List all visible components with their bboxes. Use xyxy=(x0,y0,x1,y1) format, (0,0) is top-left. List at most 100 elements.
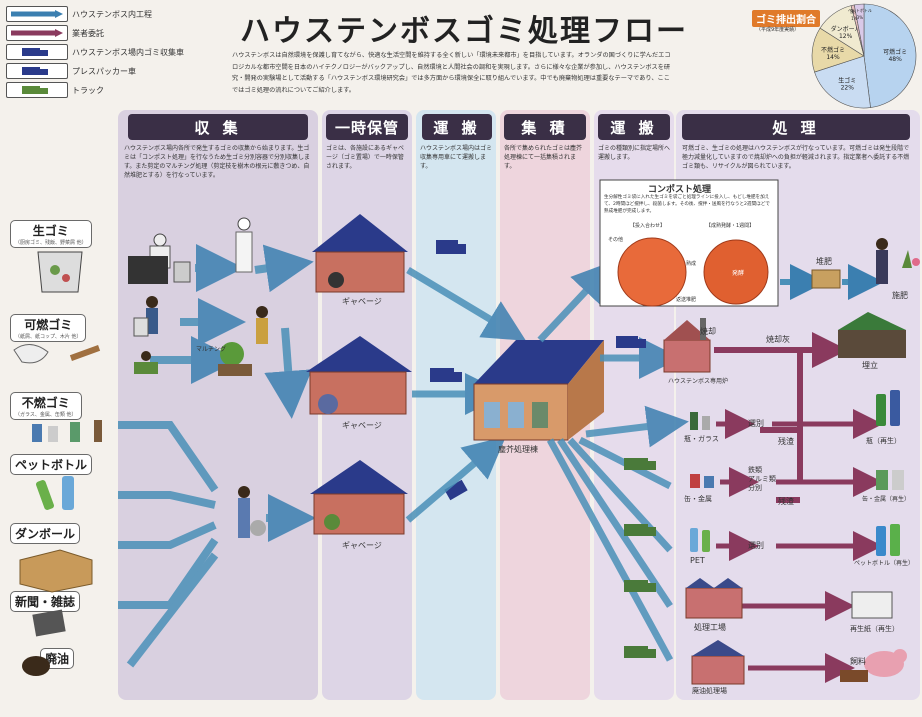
worker-figure xyxy=(128,217,268,538)
pie-title: ゴミ排出割合 xyxy=(752,10,820,27)
label-pet: PET xyxy=(690,556,705,565)
recycled-bottles-icon xyxy=(876,390,900,426)
category-kitchen-waste: 生ゴミ（厨房ゴミ、残飯、野菜屑 他） xyxy=(10,220,92,248)
desc-transport1: ハウステンボス場内はゴミ収集専用車にて運搬します。 xyxy=(420,145,493,170)
label-apply: 施肥 xyxy=(892,291,908,300)
label-fertilizer: 堆肥 xyxy=(816,257,832,266)
compost-desc: 生分解性ゴミ袋に入れた生ゴミを袋ごと処理ラインに投入し、もどし堆肥を加えて、2時… xyxy=(604,195,770,214)
compost-mature: 熟成 xyxy=(686,261,697,267)
farmer-figure xyxy=(876,238,888,284)
incinerator-building xyxy=(663,318,711,373)
label-feed: 飼料 xyxy=(850,657,866,666)
desc-transport2: ゴミの種類別に指定場所へ運搬します。 xyxy=(598,145,671,161)
label-residue-1: 残渣 xyxy=(778,437,794,446)
pie-label: ペットボトル xyxy=(848,7,872,13)
pet-bottle-icon xyxy=(36,476,74,510)
label-oil-plant: 廃油処理場 xyxy=(692,687,727,695)
cans-icon xyxy=(690,474,714,488)
cans-icon xyxy=(32,420,102,442)
label-bottle-glass: 瓶・ガラス xyxy=(684,435,719,443)
recycled-cans-icon xyxy=(876,470,904,490)
desc-collect: ハウステンボス場内各所で発生するゴミの収集から始まります。生ゴミは「コンポスト処… xyxy=(124,145,311,179)
category-combustible: 可燃ゴミ（紙屑、紙コップ、木片 他） xyxy=(10,314,87,342)
garbage-building-1 xyxy=(312,214,408,293)
bottles-icon xyxy=(690,412,710,430)
label-incinerate: 焼却 xyxy=(700,327,716,336)
truck-icon xyxy=(22,48,48,56)
header-transport1: 運 搬 xyxy=(422,114,492,140)
label-incinerator: ハウステンボス専用炉 xyxy=(668,378,729,385)
compost-step-1: 【投入合わせ】 xyxy=(630,223,666,229)
intro-text: ハウステンボスは自然環境を保護し育てながら、快適な生活空間を維持する全く新しい「… xyxy=(232,52,671,94)
category-pet-bottle: ペットボトル xyxy=(10,454,93,475)
category-cardboard: ダンボール xyxy=(10,523,81,544)
category-newspaper: 新聞・雑誌 xyxy=(10,591,81,612)
label-sort-2: 選別 xyxy=(748,541,764,550)
label-plant: 処理工場 xyxy=(694,623,726,632)
pie-label: 生ゴミ xyxy=(838,76,856,84)
label-garbage-2: ギャベージ xyxy=(342,421,382,430)
newspaper-icon xyxy=(32,609,66,637)
label-can-recycle: 缶・金属（再生） xyxy=(862,496,911,503)
garbage-building-3 xyxy=(310,460,408,535)
label-garbage-3: ギャベージ xyxy=(342,541,382,550)
pie-label: 廃油 xyxy=(850,8,858,14)
desc-gather: 各所で集められたゴミは塵芥処理棟にて一括集積されます。 xyxy=(504,145,583,170)
label-iron-alu: 鉄類 アルミ類 分別 xyxy=(748,466,776,492)
label-pet-recycle: ペットボトル（再生） xyxy=(854,560,915,567)
compost-step-2: 【成熟発酵・1週間】 xyxy=(706,223,755,229)
paper-waste-icon xyxy=(13,344,101,364)
legend-item-garbage-truck: ハウステンボス場内ゴミ収集車 xyxy=(6,44,184,60)
label-ash: 焼却灰 xyxy=(766,335,790,344)
truck-icon xyxy=(624,580,656,592)
truck-icon xyxy=(624,646,656,658)
label-mulching: マルチング xyxy=(196,346,227,353)
header-collect: 収 集 xyxy=(128,114,308,140)
truck-icon xyxy=(616,336,646,348)
legend-item-press-packer: プレスパッカー車 xyxy=(6,63,136,79)
page-title: ハウステンボスゴミ処理フロー xyxy=(240,14,688,49)
recycled-paper-icon xyxy=(851,591,893,619)
label-sort-1: 選別 xyxy=(748,419,764,428)
truck-icon xyxy=(430,240,468,501)
pie-subtitle: （平成9年度実績） xyxy=(756,27,800,33)
feed-pile-icon xyxy=(840,670,868,682)
pet-bottle-icon xyxy=(690,528,710,552)
pie-slice xyxy=(863,3,917,108)
paper-plant-building xyxy=(685,578,743,619)
pie-value: 1% xyxy=(851,16,858,21)
fertilizer-bags-icon xyxy=(811,269,841,289)
label-dust-building: 塵芥処理棟 xyxy=(498,445,538,454)
pie-slice xyxy=(814,55,871,109)
compost-drum-1 xyxy=(617,237,687,307)
pie-value: 14% xyxy=(826,54,840,61)
legend-item-truck: トラック xyxy=(6,82,104,98)
dust-processing-building xyxy=(473,340,604,441)
oil-pan-icon xyxy=(22,656,50,676)
legend-item-contractor: 業者委託 xyxy=(6,25,104,41)
header-process: 処 理 xyxy=(682,114,910,140)
pie-value: 48% xyxy=(888,56,902,63)
truck-icon xyxy=(624,524,656,536)
compost-return: 返送堆肥 xyxy=(676,297,697,303)
label-paper-recycle: 再生紙（再生） xyxy=(850,625,899,633)
pie-value: 12% xyxy=(839,33,853,40)
plant-icon xyxy=(902,250,920,268)
compost-other: その他 xyxy=(608,237,624,243)
pie-label: 可燃ゴミ xyxy=(883,48,907,56)
label-landfill: 埋立 xyxy=(862,361,878,370)
compost-title: コンポスト処理 xyxy=(648,185,712,195)
recycled-pet-icon xyxy=(876,524,900,556)
pie-value: 3% xyxy=(857,15,864,20)
pie-value: 22% xyxy=(841,84,855,91)
label-can-metal: 缶・金属 xyxy=(684,495,712,503)
desc-storage: ゴミは、各施設にあるギャベージ（ゴミ置場）で一時保管されます。 xyxy=(326,145,405,170)
compost-drum-2 xyxy=(703,239,769,305)
landfill-icon xyxy=(838,312,906,358)
cardboard-box-icon xyxy=(19,549,93,593)
pig-icon xyxy=(864,649,907,677)
trash-bin-icon xyxy=(37,251,83,293)
label-bottle-recycle: 瓶（再生） xyxy=(866,437,901,445)
